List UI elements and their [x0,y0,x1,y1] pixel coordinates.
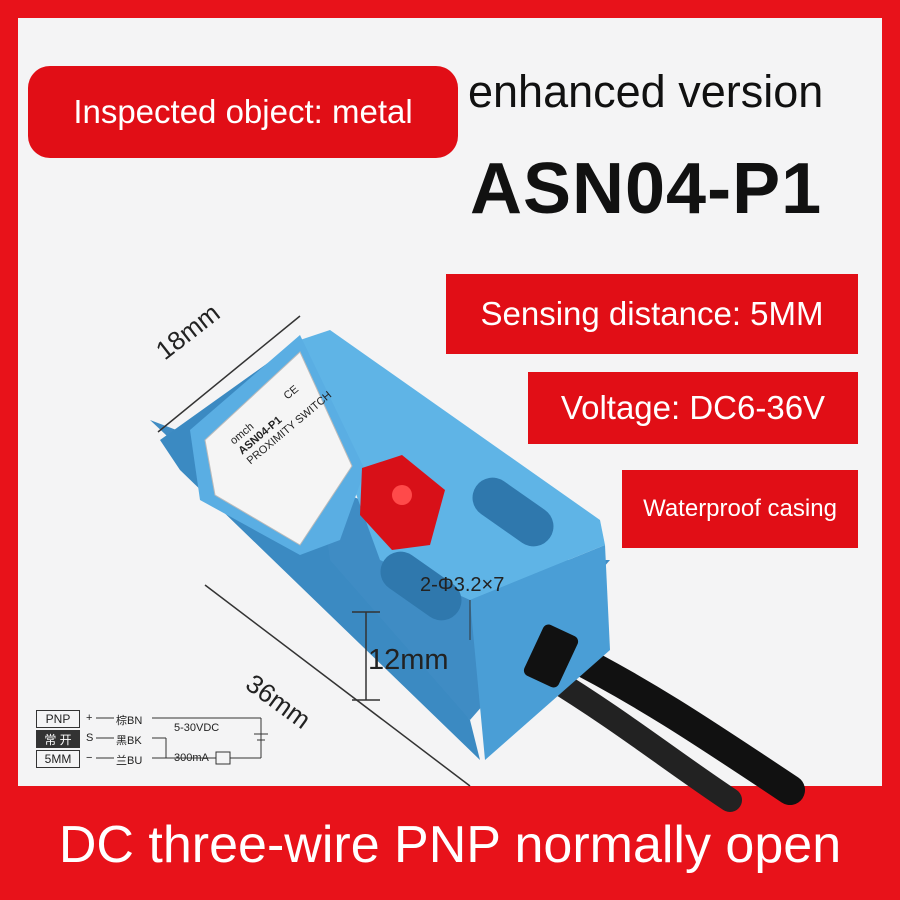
wire-blue: 兰BU [116,755,143,767]
waterproof-badge: Waterproof casing [622,470,858,548]
mounting-hole-top [472,477,554,547]
wire-brown: 棕BN [116,715,143,727]
sensing-distance-badge: Sensing distance: 5MM [446,274,858,354]
cable-second-wire [536,664,742,812]
dimension-line-length [204,584,471,787]
inspected-object-badge: Inspected object: metal [28,66,458,158]
wire-black: 黑BK [116,735,142,747]
wiring-voltage: 5-30VDC [174,722,220,734]
wiring-plus: + [86,712,93,724]
version-heading: enhanced version [468,66,824,117]
indicator-glow [392,485,412,505]
dimension-line-width [157,315,301,433]
wiring-lines [96,717,268,765]
wiring-diagram: PNP 常 开 5MM + S − 棕BN 黑BK 兰BU 5-30VDC 30… [36,710,276,782]
cable-grommet [523,624,579,688]
wiring-minus: − [86,752,93,764]
model-heading: ASN04-P1 [470,149,823,229]
wiring-distance: 5MM [36,750,80,768]
dimension-height-label: 12mm [368,644,449,676]
dimension-holes-label: 2-Φ3.2×7 [420,574,505,596]
wiring-type: PNP [36,710,80,728]
mounting-hole-bottom [380,551,462,621]
voltage-badge: Voltage: DC6-36V [528,372,858,444]
wiring-mode: 常 开 [36,730,80,748]
label-sticker [204,351,353,546]
wiring-signal: S [86,732,94,744]
footer-description: DC three-wire PNP normally open [58,816,842,874]
